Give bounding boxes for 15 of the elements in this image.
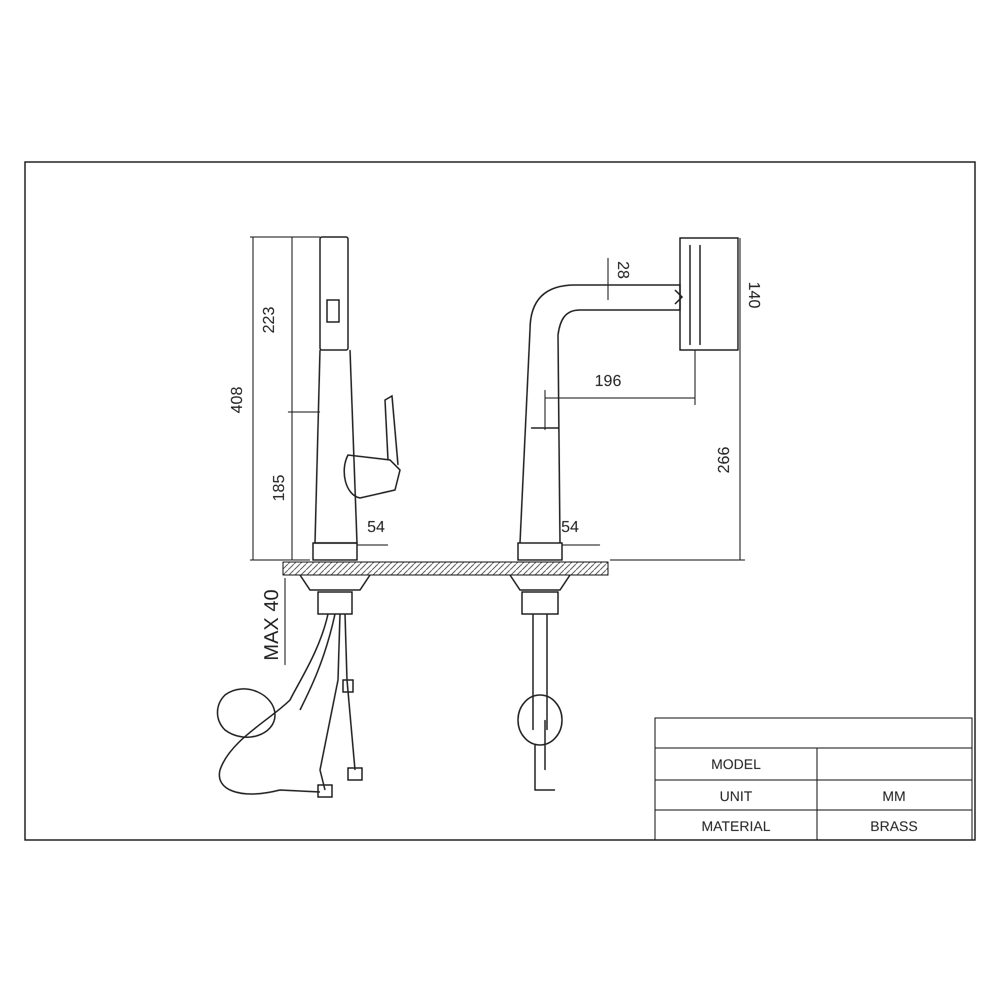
table-cell: BRASS xyxy=(870,819,918,833)
dimension-value: 28 xyxy=(614,261,630,279)
table-cell: MM xyxy=(882,789,906,803)
dimension-value: 196 xyxy=(594,374,622,390)
table-cell: MATERIAL xyxy=(702,819,770,833)
dimension-value: 54 xyxy=(367,520,385,536)
dimension-value: 140 xyxy=(745,282,761,308)
table-cell: MODEL xyxy=(711,757,761,771)
dimension-value: 266 xyxy=(717,446,733,474)
dimension-value: 185 xyxy=(272,474,288,502)
dimension-value: 223 xyxy=(262,306,278,334)
dimension-value: 408 xyxy=(230,386,246,414)
dimension-value: MAX 40 xyxy=(264,589,280,661)
dimension-value: 54 xyxy=(561,520,579,536)
table-cell: UNIT xyxy=(720,789,752,803)
